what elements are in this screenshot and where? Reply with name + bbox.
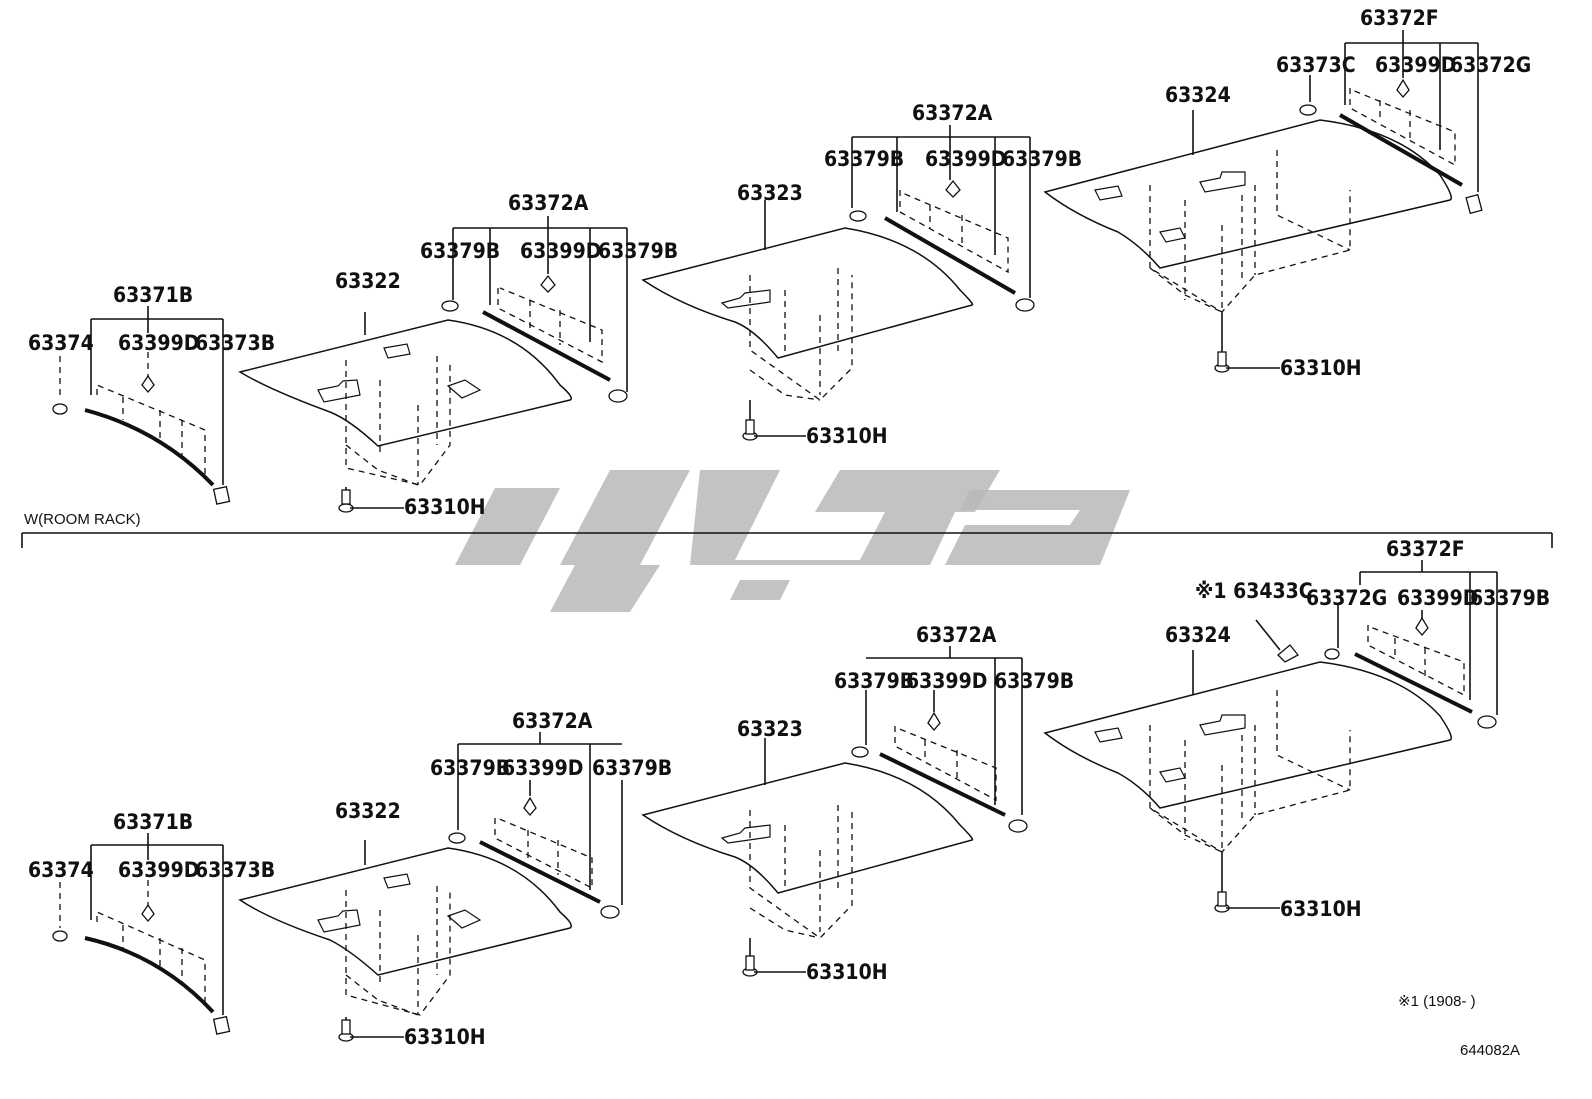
label-63379b-bottom-2[interactable]: 63379B bbox=[592, 756, 672, 780]
label-63379b-bottom-5[interactable]: 63379B bbox=[1470, 586, 1550, 610]
label-63310h-top-1[interactable]: 63310H bbox=[404, 495, 486, 519]
label-63373b-top[interactable]: 63373B bbox=[195, 331, 275, 355]
label-63379b-top-4[interactable]: 63379B bbox=[1002, 147, 1082, 171]
label-63372g-top[interactable]: 63372G bbox=[1450, 53, 1531, 77]
watermark-logo bbox=[455, 470, 1130, 612]
label-63399d-top-3[interactable]: 63399D bbox=[925, 147, 1006, 171]
label-63373b-bottom[interactable]: 63373B bbox=[195, 858, 275, 882]
label-63399d-top-1[interactable]: 63399D bbox=[118, 331, 199, 355]
label-63379b-top-2[interactable]: 63379B bbox=[598, 239, 678, 263]
label-63371b-top[interactable]: 63371B bbox=[113, 283, 193, 307]
label-63399d-bottom-3[interactable]: 63399D bbox=[906, 669, 987, 693]
label-63310h-bottom-3[interactable]: 63310H bbox=[1280, 897, 1362, 921]
label-63374-top[interactable]: 63374 bbox=[28, 331, 94, 355]
label-63322-top[interactable]: 63322 bbox=[335, 269, 401, 293]
headliner-63323-bottom bbox=[641, 646, 1028, 977]
label-63372a-top-2[interactable]: 63372A bbox=[912, 101, 993, 125]
label-63372g-bottom[interactable]: 63372G bbox=[1306, 586, 1387, 610]
label-63322-bottom[interactable]: 63322 bbox=[335, 799, 401, 823]
headliner-63324-top bbox=[1043, 30, 1483, 373]
label-63399d-top-2[interactable]: 63399D bbox=[520, 239, 601, 263]
rail-assembly-top-1 bbox=[52, 306, 231, 505]
rail-assembly-bottom-1 bbox=[52, 833, 231, 1035]
headliner-63323-top bbox=[641, 125, 1035, 441]
label-63399d-bottom-2[interactable]: 63399D bbox=[502, 756, 583, 780]
label-63399d-bottom-4[interactable]: 63399D bbox=[1397, 586, 1478, 610]
label-63310h-bottom-1[interactable]: 63310H bbox=[404, 1025, 486, 1049]
label-63433c-bottom[interactable]: ※1 63433C bbox=[1195, 579, 1313, 603]
footnote: ※1 (1908- ) bbox=[1398, 993, 1476, 1010]
diagram-code: 644082A bbox=[1460, 1042, 1520, 1059]
label-63379b-top-1[interactable]: 63379B bbox=[420, 239, 500, 263]
section-note-room-rack: W(ROOM RACK) bbox=[24, 511, 141, 528]
label-63372a-bottom-1[interactable]: 63372A bbox=[512, 709, 593, 733]
part-labels: 63371B 63374 63399D 63373B 63322 63372A … bbox=[24, 6, 1550, 1059]
label-63372a-top-1[interactable]: 63372A bbox=[508, 191, 589, 215]
label-63372f-bottom[interactable]: 63372F bbox=[1386, 537, 1465, 561]
label-63310h-top-3[interactable]: 63310H bbox=[1280, 356, 1362, 380]
label-63324-bottom[interactable]: 63324 bbox=[1165, 623, 1231, 647]
label-63372a-bottom-2[interactable]: 63372A bbox=[916, 623, 997, 647]
label-63324-top[interactable]: 63324 bbox=[1165, 83, 1231, 107]
label-63323-top[interactable]: 63323 bbox=[737, 181, 803, 205]
label-63374-bottom[interactable]: 63374 bbox=[28, 858, 94, 882]
label-63372f-top[interactable]: 63372F bbox=[1360, 6, 1439, 30]
label-63379b-bottom-4[interactable]: 63379B bbox=[994, 669, 1074, 693]
label-63399d-top-4[interactable]: 63399D bbox=[1375, 53, 1456, 77]
label-63379b-bottom-3[interactable]: 63379B bbox=[834, 669, 914, 693]
label-63310h-bottom-2[interactable]: 63310H bbox=[806, 960, 888, 984]
label-63310h-top-2[interactable]: 63310H bbox=[806, 424, 888, 448]
label-63379b-bottom-1[interactable]: 63379B bbox=[430, 756, 510, 780]
label-63371b-bottom[interactable]: 63371B bbox=[113, 810, 193, 834]
headliner-63324-bottom bbox=[1043, 560, 1498, 913]
label-63399d-bottom-1[interactable]: 63399D bbox=[118, 858, 199, 882]
label-63379b-top-3[interactable]: 63379B bbox=[824, 147, 904, 171]
label-63323-bottom[interactable]: 63323 bbox=[737, 717, 803, 741]
headliner-63322-bottom bbox=[238, 732, 623, 1042]
label-63373c-top[interactable]: 63373C bbox=[1276, 53, 1356, 77]
headliner-63322-top bbox=[238, 216, 628, 513]
